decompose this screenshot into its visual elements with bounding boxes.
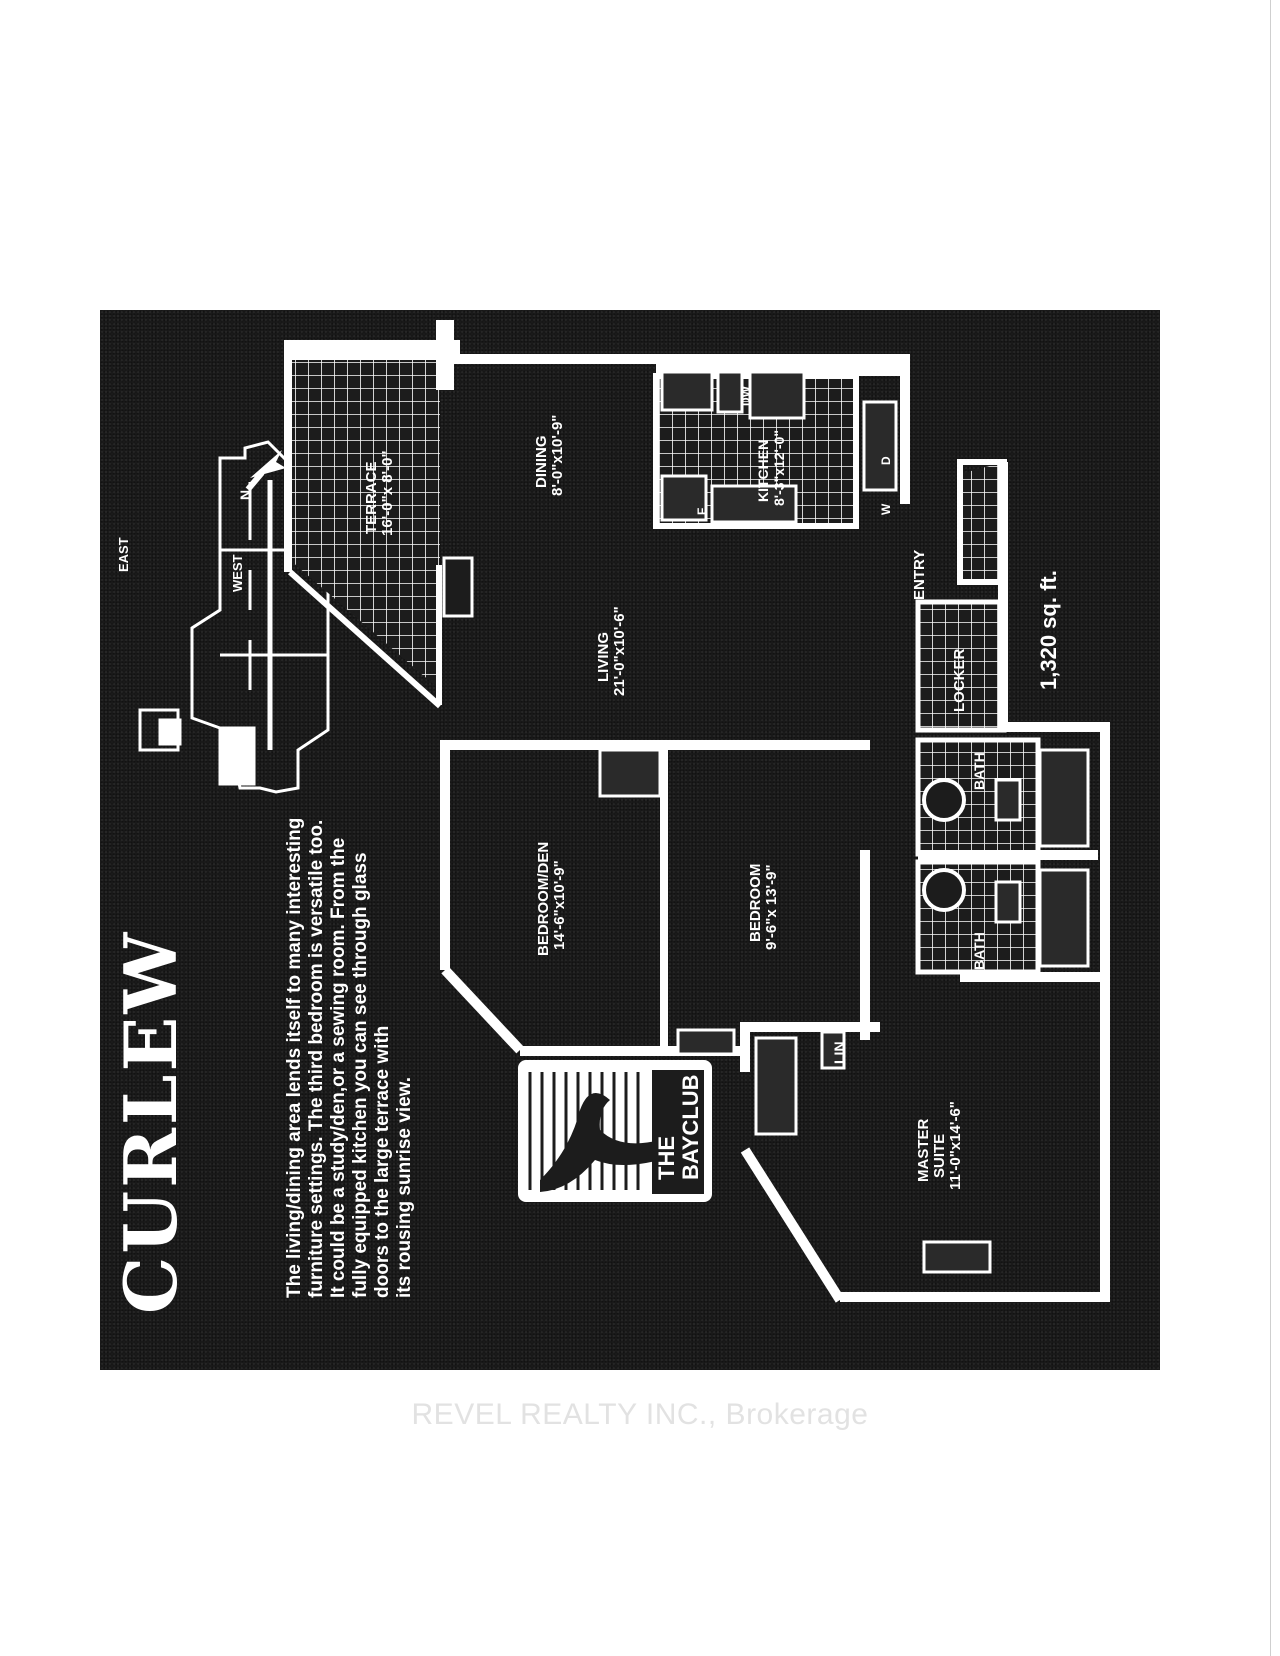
master-suite-label: MASTER SUITE 11'-0"x14'-6" <box>915 1101 964 1190</box>
svg-text:LIVING: LIVING <box>595 632 612 682</box>
svg-text:14'-6"x10'-9": 14'-6"x10'-9" <box>551 860 568 950</box>
logo-line-2: BAYCLUB <box>678 1074 703 1180</box>
linen-closet-label: LIN <box>831 1041 847 1064</box>
compass-east-label: EAST <box>116 537 131 572</box>
svg-text:8'-0"x10'-9": 8'-0"x10'-9" <box>549 415 566 496</box>
svg-text:KITCHEN: KITCHEN <box>755 440 771 502</box>
dryer-label: D <box>879 456 893 465</box>
plan-title: CURLEW <box>108 930 193 1314</box>
description-line: It could be a study/den,or a sewing room… <box>328 838 349 1298</box>
svg-text:MASTER: MASTER <box>915 1119 932 1183</box>
page-edge-rule <box>1270 0 1271 1656</box>
svg-text:21'-0"x10'-6": 21'-0"x10'-6" <box>611 606 628 696</box>
bedroom-label: BEDROOM 9'-6"x 13'-9" <box>747 864 780 950</box>
locker-label: LOCKER <box>951 649 968 713</box>
dining-label: DINING 8'-0"x10'-9" <box>533 415 566 496</box>
bedroom-den-label: BEDROOM/DEN 14'-6"x10'-9" <box>535 842 568 956</box>
svg-text:BEDROOM: BEDROOM <box>747 864 764 942</box>
svg-text:9'-6"x 13'-9": 9'-6"x 13'-9" <box>763 864 780 950</box>
description-line: The living/dining area lends itself to m… <box>284 818 305 1298</box>
floor-plan-drawing: EAST WEST N CURLEW The living/dining are… <box>108 320 1110 1314</box>
svg-text:BEDROOM/DEN: BEDROOM/DEN <box>535 842 552 956</box>
kitchen-label: KITCHEN 8'-3"x12'-0" <box>755 430 787 506</box>
room-labels: TERRACE 16'-0"x 8'-0" DINING 8'-0"x10'-9… <box>363 415 987 1190</box>
logo-line-1: THE <box>654 1136 679 1180</box>
svg-text:11'-0"x14'-6": 11'-0"x14'-6" <box>947 1101 964 1190</box>
description-line: its rousing sunrise view. <box>394 1077 415 1298</box>
terrace-label: TERRACE 16'-0"x 8'-0" <box>363 450 396 536</box>
svg-text:8'-3"x12'-0": 8'-3"x12'-0" <box>771 430 787 506</box>
floor-plan-brochure: EAST WEST N CURLEW The living/dining are… <box>100 310 1160 1370</box>
fridge-label: F <box>695 508 709 515</box>
bath-label-lower: BATH <box>971 932 987 970</box>
plan-walls: DW F W D <box>284 320 1110 1303</box>
svg-text:DINING: DINING <box>533 436 550 489</box>
svg-text:SUITE: SUITE <box>931 1134 948 1178</box>
entry-label: ENTRY <box>911 550 928 600</box>
description-line: fully equipped kitchen you can see throu… <box>350 852 371 1298</box>
svg-text:TERRACE: TERRACE <box>363 461 380 534</box>
square-footage: 1,320 sq. ft. <box>1036 570 1061 690</box>
building-key-plan <box>138 440 330 794</box>
dishwasher-label: DW <box>739 385 753 406</box>
compass-west-label: WEST <box>230 554 245 592</box>
washer-label: W <box>879 503 893 515</box>
north-arrow-icon <box>245 450 286 492</box>
bath-label-upper: BATH <box>971 752 987 790</box>
description-line: furniture settings. The third bedroom is… <box>306 820 327 1298</box>
bayclub-logo: THE BAYCLUB <box>518 1060 712 1202</box>
compass-north-label: N <box>237 490 253 500</box>
description-text: The living/dining area lends itself to m… <box>284 818 415 1298</box>
description-line: doors to the large terrace with <box>372 1026 393 1298</box>
brokerage-watermark: REVEL REALTY INC., Brokerage <box>411 1398 869 1431</box>
svg-text:16'-0"x 8'-0": 16'-0"x 8'-0" <box>379 450 396 536</box>
living-label: LIVING 21'-0"x10'-6" <box>595 606 628 696</box>
